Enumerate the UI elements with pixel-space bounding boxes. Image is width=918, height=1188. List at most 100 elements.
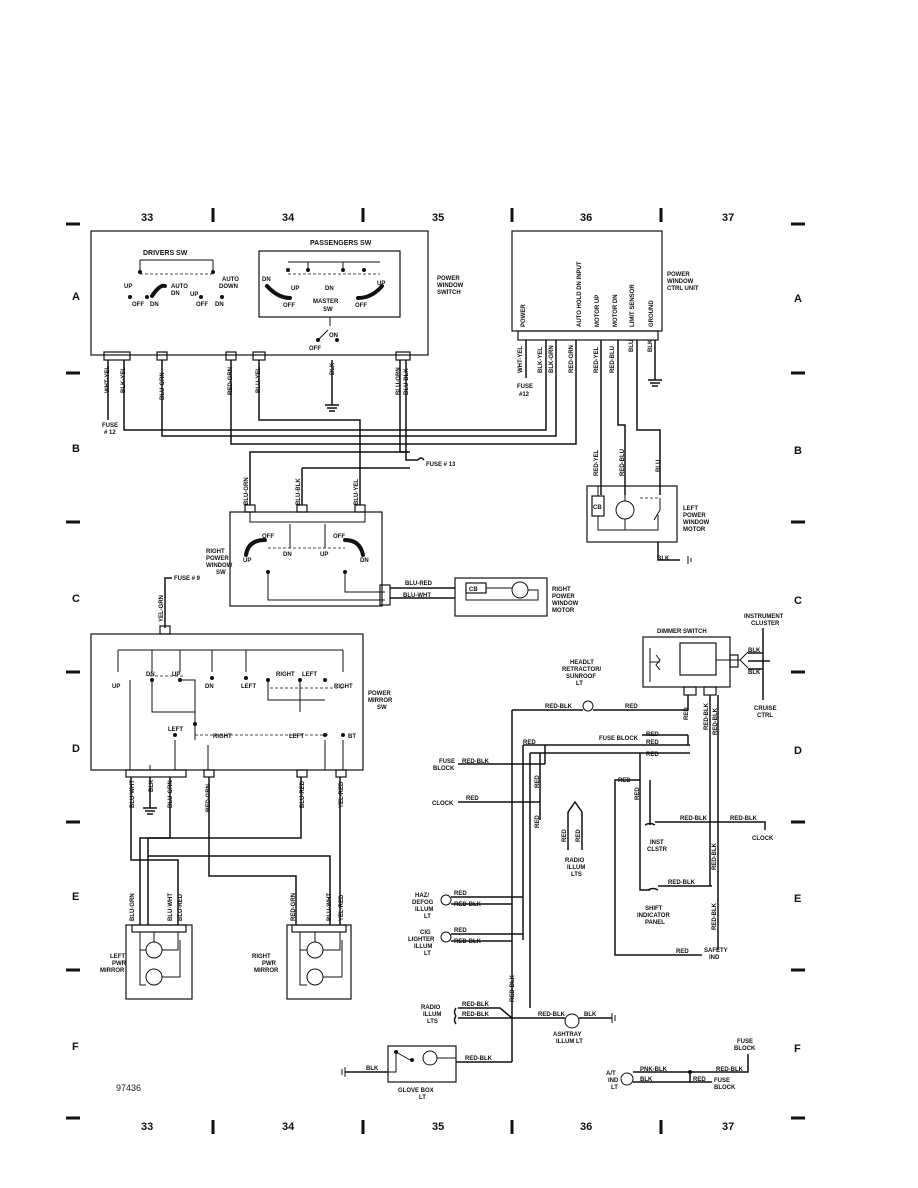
rad-red-blk-b: RED-BLK xyxy=(462,1012,490,1018)
ash-red-blk: RED-BLK xyxy=(538,1012,566,1018)
lm-label-1: LEFT xyxy=(683,506,698,512)
glove-2: LT xyxy=(419,1095,426,1101)
wire-label: BLU-BLK xyxy=(296,478,302,505)
inst-cluster-1: INSTRUMENT xyxy=(744,614,784,620)
rm-cb: CB xyxy=(469,587,478,593)
ctrl-label-2: WINDOW xyxy=(667,279,694,285)
col-35-top: 35 xyxy=(432,212,444,224)
mir-up2: UP xyxy=(172,672,180,678)
drv-off2: OFF xyxy=(196,302,208,308)
col-36-bottom: 36 xyxy=(580,1121,592,1133)
col-33-bottom: 33 xyxy=(141,1121,153,1133)
mir-label-3: SW xyxy=(377,705,387,711)
wire-label: RED xyxy=(562,829,568,842)
glove-blk: BLK xyxy=(366,1066,379,1072)
rm-label-1: RIGHT xyxy=(552,587,571,593)
cig-2: LIGHTER xyxy=(408,937,435,943)
dimmer-switch: DIMMER SWITCH INSTRUMENT CLUSTER BLK BLK… xyxy=(642,614,784,735)
grid-bottom: 33 34 35 36 37 xyxy=(141,1120,734,1134)
left-pwr-mirror: BLU-GRN BLU-WHT BLU-RED LEFT PWR MIRROR xyxy=(100,893,193,1000)
pws-wires: FUSE # 12 FUSE # 13 xyxy=(102,340,577,505)
pass-up2: UP xyxy=(377,281,385,287)
fuse9-label: FUSE # 9 xyxy=(174,576,201,582)
rad-3: LTS xyxy=(427,1019,438,1025)
inst-1: INST xyxy=(650,840,664,846)
headlt-4: LT xyxy=(576,681,583,687)
col-33-top: 33 xyxy=(141,212,153,224)
fuse12-left-a: FUSE xyxy=(102,423,118,429)
headlt-3: SUNROOF xyxy=(566,674,596,680)
wire-label: BLK xyxy=(648,339,654,352)
rm-label-2: POWER xyxy=(552,594,575,600)
mir-right2: RIGHT xyxy=(334,684,353,690)
wire-label: RED xyxy=(576,829,582,842)
wire-label: RED-BLU xyxy=(610,346,616,373)
mir-bt: BT xyxy=(348,734,356,740)
haz-red: RED xyxy=(454,891,467,897)
rsw-label-3: WINDOW xyxy=(206,563,233,569)
wire-label: BLK xyxy=(330,362,336,375)
at-fuse-2: BLOCK xyxy=(734,1046,756,1052)
wire-label: RED-BLK xyxy=(712,842,718,870)
row-b-left: B xyxy=(72,443,80,455)
ctrl-pin-auto-hold: AUTO HOLD DN INPUT xyxy=(577,261,583,327)
row-b-right: B xyxy=(794,445,802,457)
wire-label: BLU-GRN xyxy=(396,367,402,395)
wire-label: RED-GRN xyxy=(291,893,297,921)
at-1: A/T xyxy=(606,1071,616,1077)
fuse13-label: FUSE # 13 xyxy=(426,462,456,468)
clock-r-label: CLOCK xyxy=(752,836,774,842)
row-c-right: C xyxy=(794,595,802,607)
pws-label-1: POWER xyxy=(437,276,460,282)
wire-label: BLU-WHT xyxy=(327,893,333,921)
lm-label-3: WINDOW xyxy=(683,520,710,526)
at-ind-lt: FUSE BLOCK PNK-BLK RED-BLK BLK RED FUSE … xyxy=(606,1039,756,1091)
mir-left3: LEFT xyxy=(168,727,183,733)
cig-1: CIG xyxy=(420,930,431,936)
row-f-left: F xyxy=(72,1041,79,1053)
haz-4: LT xyxy=(424,914,431,920)
passengers-sw-label: PASSENGERS SW xyxy=(310,240,372,247)
mirror-wires xyxy=(130,777,341,925)
left-cb: CB xyxy=(593,505,602,511)
power-mirror-switch: UP DN UP DN LEFT RIGHT LEFT RIGHT LEFT R… xyxy=(90,625,393,778)
rsw-dn: DN xyxy=(283,552,292,558)
mir-left2: LEFT xyxy=(302,672,317,678)
rad-2: ILLUM xyxy=(423,1012,441,1018)
wire-label: RED-BLK xyxy=(712,902,718,930)
mir-right: RIGHT xyxy=(276,672,295,678)
ctrl-label-3: CTRL UNIT xyxy=(667,286,699,292)
row-f-right: F xyxy=(794,1043,801,1055)
dim-blk-1: BLK xyxy=(748,648,761,654)
radio-illum-3: LTS xyxy=(571,872,582,878)
rm-blu-wht: BLU-WHT xyxy=(403,593,431,599)
glove-1: GLOVE BOX xyxy=(398,1088,434,1094)
red-top-a: RED xyxy=(523,740,536,746)
mir-lft: LEFT xyxy=(289,734,304,740)
wire-label: BLU-YEL xyxy=(354,479,360,505)
fuse12-left-b: # 12 xyxy=(104,430,116,436)
inst-cluster-2: CLUSTER xyxy=(751,621,780,627)
at-red-blk: RED-BLK xyxy=(716,1067,744,1073)
rmir-label-3: MIRROR xyxy=(254,968,279,974)
row-a-left: A xyxy=(72,291,80,303)
col-36-top: 36 xyxy=(580,212,592,224)
left-power-window-motor: RED-YEL RED-BLU BLU CB BLK LEFT POWER WI… xyxy=(586,449,710,564)
wire-label: BLU-RED xyxy=(178,893,184,921)
ctrl-pin-motor-dn: MOTOR DN xyxy=(613,294,619,327)
drv-up: UP xyxy=(124,284,132,290)
wire-label: BLK xyxy=(149,779,155,792)
pass-off: OFF xyxy=(283,303,295,309)
wire-label: RED-YEL xyxy=(594,346,600,373)
master-on: ON xyxy=(329,333,338,339)
ctrl-fuse-a: FUSE xyxy=(517,384,533,390)
pass-up: UP xyxy=(291,286,299,292)
drv-dn2: DN xyxy=(215,302,224,308)
col-37-bottom: 37 xyxy=(722,1121,734,1133)
rb-inst: RED-BLK xyxy=(680,816,708,822)
wire-label: BLU-RED xyxy=(300,780,306,808)
at-pnk-blk: PNK-BLK xyxy=(640,1067,668,1073)
power-window-switch: DRIVERS SW PASSENGERS SW UP AUTO DN OFF … xyxy=(90,230,464,361)
pass-dn2: DN xyxy=(325,286,334,292)
